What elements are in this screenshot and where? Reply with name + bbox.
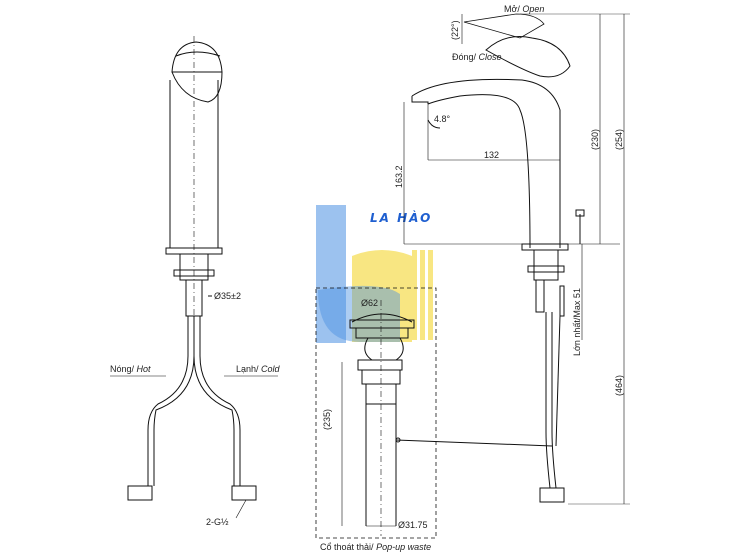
angle-4-8: 4.8° xyxy=(434,114,451,124)
angle-22: (22°) xyxy=(450,20,460,40)
front-view xyxy=(127,36,257,501)
side-view xyxy=(403,13,630,505)
dim-254: (254) xyxy=(614,129,624,150)
dim-230: (230) xyxy=(590,129,600,150)
dim-phi31-75: Ø31.75 xyxy=(398,520,428,530)
la-hao-logo: LA HÀO xyxy=(316,205,433,343)
label-cold: Lạnh/ Cold xyxy=(236,364,281,374)
label-popup-waste: Cổ thoát thải/ Pop-up waste xyxy=(320,542,431,552)
logo-text: LA HÀO xyxy=(370,210,432,225)
label-open: Mở/ Open xyxy=(504,4,544,14)
dim-phi35: Ø35±2 xyxy=(214,291,241,301)
dim-235: (235) xyxy=(322,409,332,430)
dim-132: 132 xyxy=(484,150,499,160)
label-max51: Lớn nhất/Max 51 xyxy=(572,288,582,356)
dim-163-2: 163.2 xyxy=(394,165,404,188)
dim-464: (464) xyxy=(614,375,624,396)
label-close: Đóng/ Close xyxy=(452,52,502,62)
label-hot: Nóng/ Hot xyxy=(110,364,151,374)
front-handle xyxy=(171,41,223,73)
label-thread: 2-G½ xyxy=(206,517,229,527)
dim-phi62: Ø62 xyxy=(361,298,378,308)
popup-waste xyxy=(315,287,553,539)
